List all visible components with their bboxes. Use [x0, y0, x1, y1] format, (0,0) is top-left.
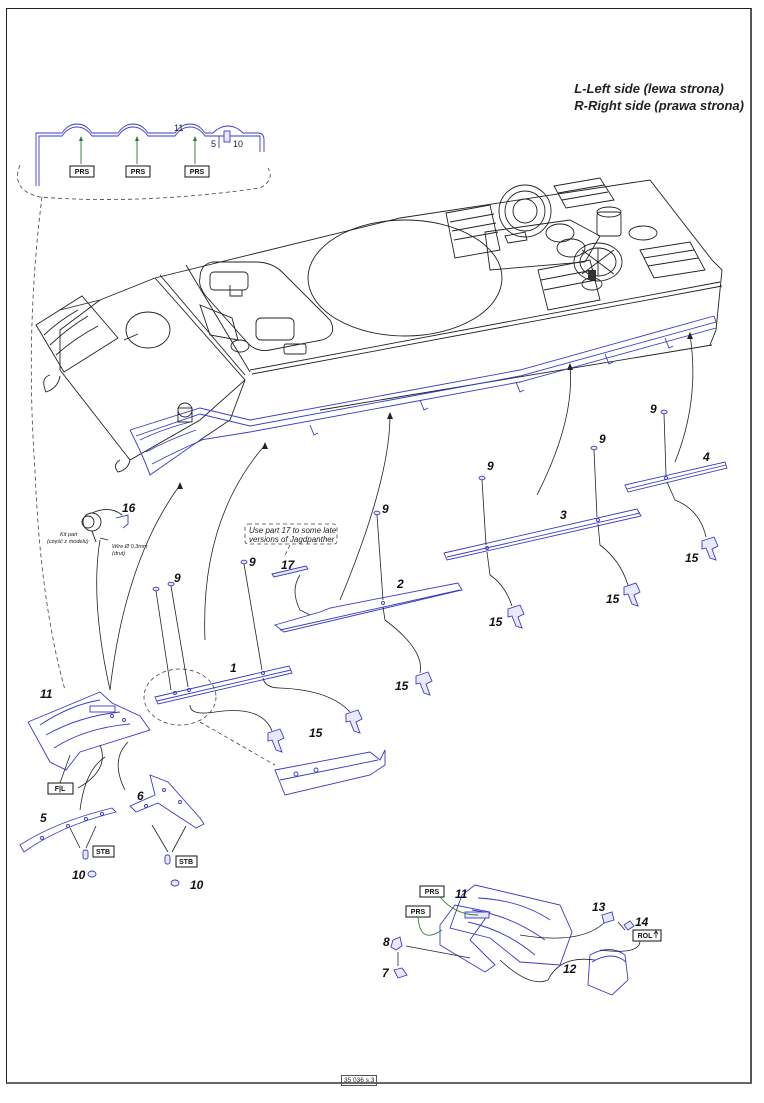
stb-tag-text: STB [179, 859, 193, 866]
part-6-bracket: 6 [117, 741, 205, 853]
part-17: 17 [271, 558, 311, 616]
part-14-bracket: 14 ROL [599, 915, 662, 952]
part-15-label: 15 [685, 551, 699, 565]
inset-part-10-label: 10 [233, 139, 243, 149]
assembly-arrows [109, 332, 694, 691]
prs-arrow-2 [135, 136, 139, 164]
part-17-label: 17 [281, 558, 296, 572]
part-5-label: 5 [40, 811, 47, 825]
assembled-fender-rail [115, 315, 717, 476]
part-16-label: 16 [122, 501, 136, 515]
inset-part-5-label: 5 [211, 139, 216, 149]
rol-tag-text: ROL [638, 933, 654, 940]
stb-tag-text: STB [96, 849, 110, 856]
prs-arrow-3 [193, 136, 197, 164]
part-15-label: 15 [606, 592, 620, 606]
fil-tag-text: F|L [55, 786, 66, 793]
part-9-label: 9 [487, 459, 494, 473]
part-13-label: 13 [592, 900, 606, 914]
part-7-label: 7 [382, 966, 390, 980]
part-4-label: 4 [702, 450, 710, 464]
inset-part-11-label: 11 [174, 123, 183, 133]
detail-inset-fender-profile: PRS PRS PRS 11 5 10 [17, 123, 271, 691]
side-legend: L-Left side (lewa strona) R-Right side (… [574, 80, 744, 114]
part-14-label: 14 [635, 915, 649, 929]
prs-arrow-1 [79, 136, 83, 164]
prs-tag-2: PRS [125, 165, 151, 178]
part-11-rear-fender: 11 [439, 884, 573, 973]
legend-right-side: R-Right side (prawa strona) [574, 98, 744, 113]
part-10-label: 10 [190, 878, 204, 892]
page-code: 35 036 s.3 [341, 1075, 378, 1086]
part-1-rail: 1 [143, 661, 386, 796]
stb-pin-left: STB 10 [72, 845, 115, 882]
part-8-bracket: 8 [383, 935, 471, 966]
part-9-label: 9 [382, 502, 389, 516]
wire-sublabel: (drut) [112, 551, 125, 557]
prs-tag-lower: PRS [405, 905, 443, 936]
part-15-clips: 15 15 15 15 15 [189, 481, 719, 753]
stb-pin-right: STB 10 [164, 854, 204, 892]
part-16-light: 16 Kit part (część z modelu) Wire Ø 0,3m… [47, 501, 148, 691]
note-line-1: Use part 17 to some late [249, 526, 337, 535]
late-version-note: Use part 17 to some late versions of Jag… [244, 523, 338, 556]
part-12-mudflap: 12 [499, 949, 629, 996]
kit-part-label: Kit part [60, 532, 78, 538]
part-4-rail: 4 [624, 450, 728, 493]
part-11-fender: 11 [27, 687, 151, 789]
prs-tag-text: PRS [190, 169, 205, 176]
part-12-label: 12 [563, 962, 577, 976]
part-9-label: 9 [174, 571, 181, 585]
part-2-rail: 2 [274, 577, 463, 633]
part-2-label: 2 [396, 577, 404, 591]
part-9-label: 9 [599, 432, 606, 446]
prs-tag-1: PRS [69, 165, 95, 178]
kit-part-sublabel: (część z modelu) [47, 539, 89, 545]
part-15-label: 15 [309, 726, 323, 740]
part-5-strip: 5 [19, 756, 117, 853]
part-8-label: 8 [383, 935, 390, 949]
part-9-pins: 9 9 9 9 9 9 [152, 402, 668, 691]
prs-tag-text: PRS [425, 889, 440, 896]
part-9-label: 9 [650, 402, 657, 416]
fil-tag: F|L [47, 754, 74, 795]
part-13-bracket: 13 [519, 900, 615, 939]
part-6-label: 6 [137, 789, 144, 803]
hull-upper [35, 177, 723, 461]
part-3-label: 3 [560, 508, 567, 522]
prs-tag-3: PRS [184, 165, 210, 178]
prs-tag-text: PRS [75, 169, 90, 176]
page-frame [6, 8, 752, 1084]
part-15-label: 15 [489, 615, 503, 629]
prs-tag-text: PRS [411, 909, 426, 916]
wire-label: Wire Ø 0,3mm [112, 544, 148, 550]
part-15-label: 15 [395, 679, 409, 693]
part-1-label: 1 [230, 661, 237, 675]
part-10-label: 10 [72, 868, 86, 882]
prs-tag-text: PRS [131, 169, 146, 176]
part-9-label: 9 [249, 555, 256, 569]
part-3-rail: 3 [443, 508, 642, 561]
part-11-label: 11 [455, 887, 468, 901]
note-line-2: versions of Jagdpanther [249, 535, 335, 544]
engine-grilles [445, 177, 706, 311]
legend-left-side: L-Left side (lewa strona) [574, 81, 724, 96]
prs-tag-upper: PRS [419, 885, 479, 916]
part-11-label: 11 [40, 687, 53, 701]
part-7-plate: 7 [382, 966, 408, 980]
